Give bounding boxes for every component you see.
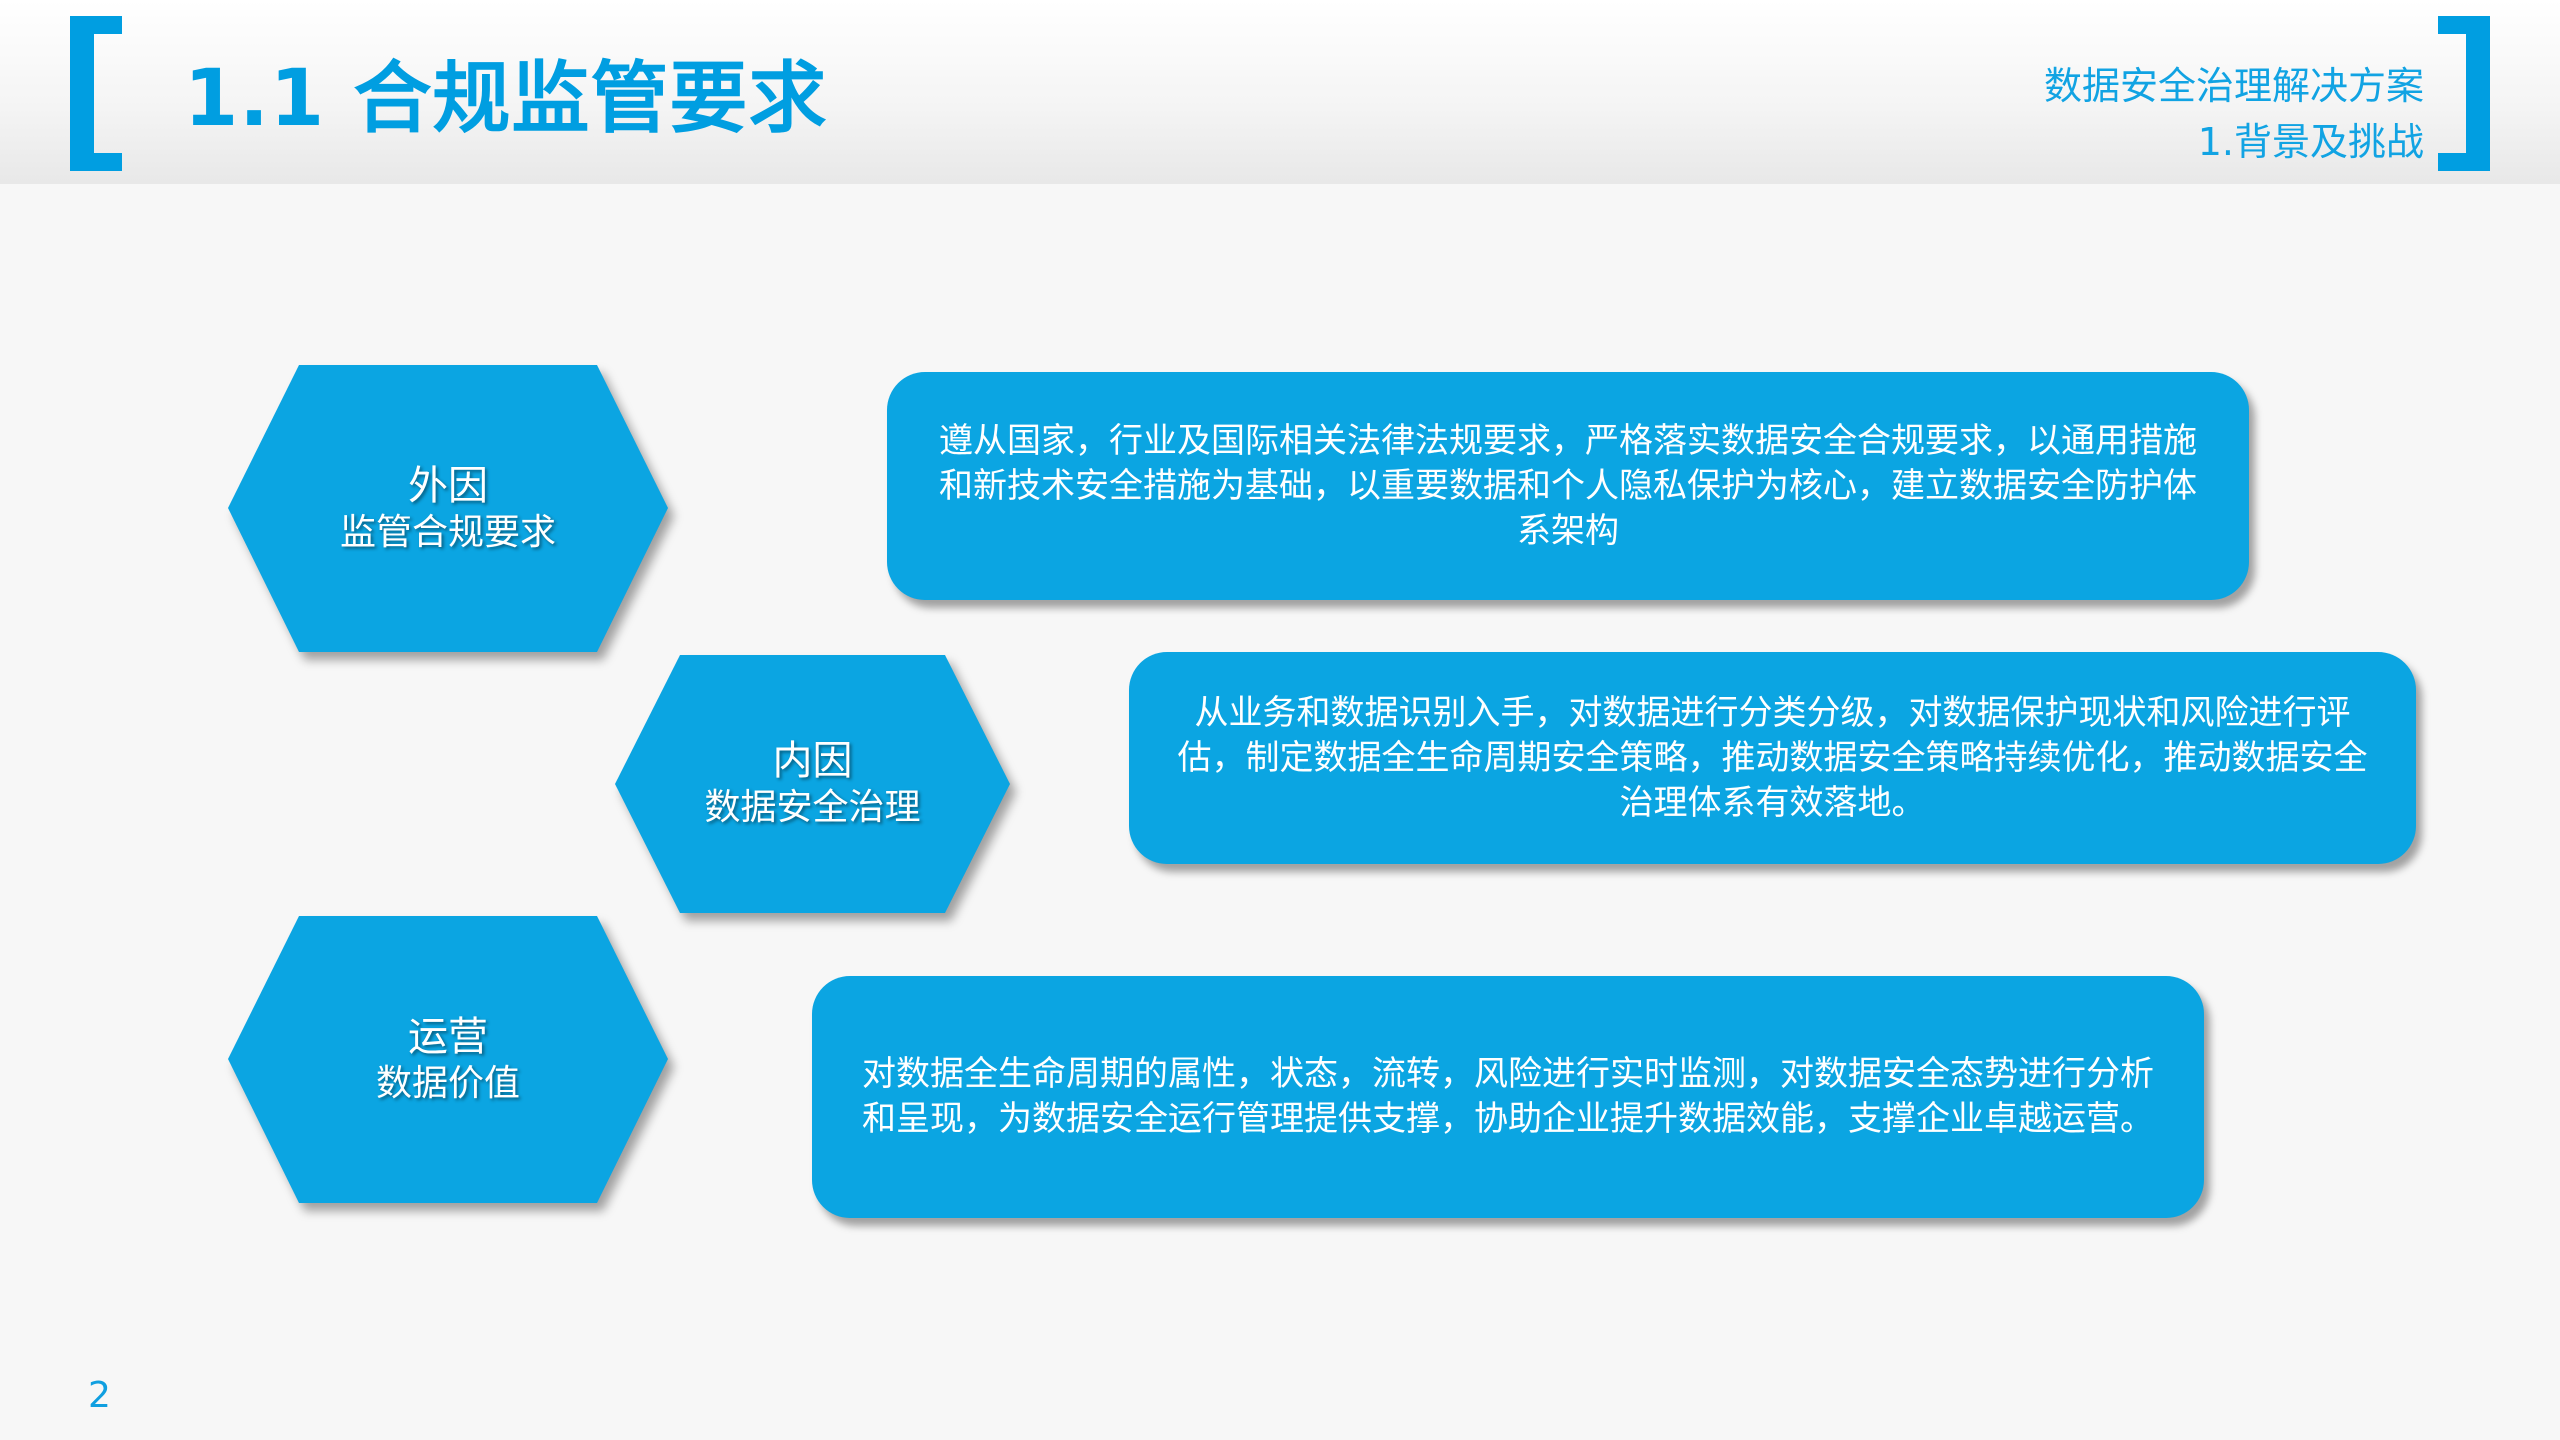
right-bracket-decoration xyxy=(2438,16,2490,171)
hexagon-label: 运营 xyxy=(408,1013,488,1060)
description-box-operations: 对数据全生命周期的属性，状态，流转，风险进行实时监测，对数据安全态势进行分析和呈… xyxy=(812,976,2204,1218)
section-subtitle: 数据安全治理解决方案 1.背景及挑战 xyxy=(2044,58,2424,170)
slide-header: 1.1 合规监管要求 数据安全治理解决方案 1.背景及挑战 xyxy=(0,0,2560,184)
hexagon-label: 内因 xyxy=(772,738,853,784)
description-box-external: 遵从国家，行业及国际相关法律法规要求，严格落实数据安全合规要求，以通用措施和新技… xyxy=(887,372,2249,600)
page-number: 2 xyxy=(88,1375,111,1416)
subtitle-line-1: 数据安全治理解决方案 xyxy=(2043,64,2424,108)
description-text: 从业务和数据识别入手，对数据进行分类分级，对数据保护现状和风险进行评估，制定数据… xyxy=(1177,692,2368,823)
description-box-internal: 从业务和数据识别入手，对数据进行分类分级，对数据保护现状和风险进行评估，制定数据… xyxy=(1129,652,2416,864)
hexagon-sublabel: 数据价值 xyxy=(375,1062,520,1104)
hexagon-label: 外因 xyxy=(408,462,488,509)
hexagon-operations: 运营 数据价值 xyxy=(228,916,668,1203)
hexagon-external-factor: 外因 监管合规要求 xyxy=(228,365,668,652)
hexagon-sublabel: 数据安全治理 xyxy=(704,787,921,828)
subtitle-line-2: 1.背景及挑战 xyxy=(2197,120,2424,164)
left-bracket-decoration xyxy=(70,16,122,171)
slide-title: 1.1 合规监管要求 xyxy=(184,54,828,144)
hexagon-internal-factor: 内因 数据安全治理 xyxy=(615,655,1010,913)
description-text: 对数据全生命周期的属性，状态，流转，风险进行实时监测，对数据安全态势进行分析和呈… xyxy=(862,1054,2154,1139)
hexagon-sublabel: 监管合规要求 xyxy=(339,511,556,553)
description-text: 遵从国家，行业及国际相关法律法规要求，严格落实数据安全合规要求，以通用措施和新技… xyxy=(939,420,2197,551)
